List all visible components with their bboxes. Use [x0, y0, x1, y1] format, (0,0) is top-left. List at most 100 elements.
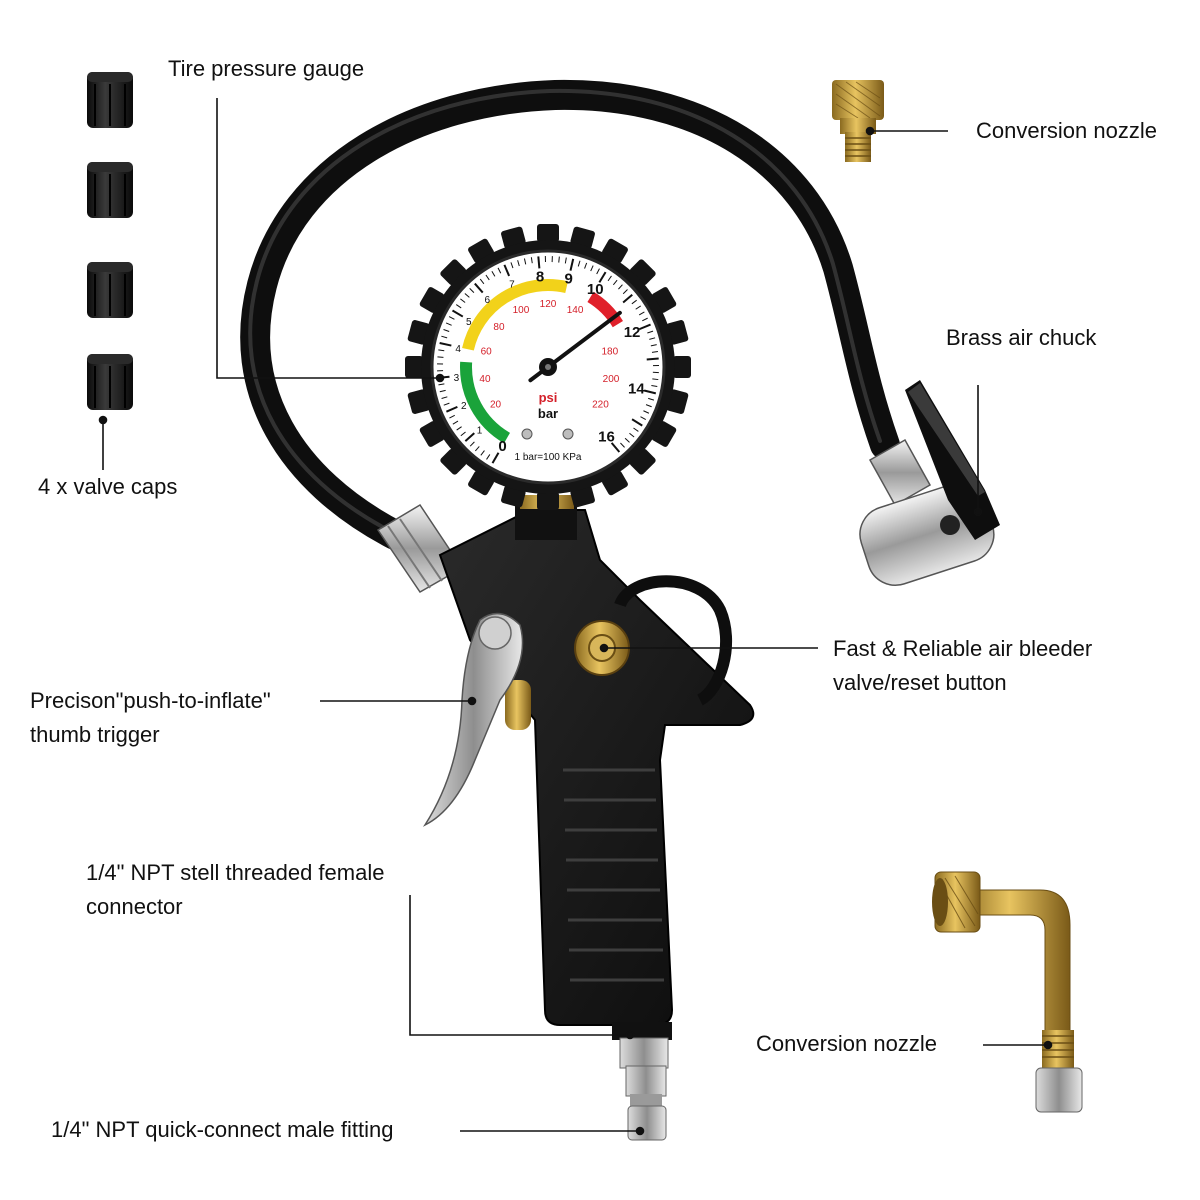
- gauge-tick: [469, 441, 475, 447]
- gauge-tick: [577, 260, 581, 267]
- gauge-tick: [455, 304, 462, 309]
- gauge-tick: [620, 442, 625, 448]
- label-female-connector-line2: connector: [86, 894, 183, 919]
- gauge-tick: [648, 397, 655, 401]
- gauge-psi-label: 60: [481, 346, 493, 357]
- inflator-gun-body: [438, 495, 755, 1026]
- air-hose: [240, 79, 900, 550]
- gauge-zone-1: [462, 279, 568, 351]
- conversion-nozzle-elbow: [932, 871, 1083, 1113]
- label-bleeder-line1: Fast & Reliable air bleeder: [833, 636, 1093, 661]
- gauge-zone-0: [460, 361, 511, 444]
- gauge-tick: [612, 279, 618, 286]
- gauge-bar-label: 7: [509, 279, 515, 290]
- bezel-tooth: [537, 224, 559, 242]
- gauge-tick: [646, 357, 659, 361]
- gauge-bar-label: 6: [485, 295, 491, 306]
- gauge-tick: [645, 404, 652, 408]
- gauge-tick: [460, 298, 466, 303]
- gauge-tick: [639, 323, 651, 331]
- gauge-bar-label: 9: [564, 270, 572, 287]
- gauge-tick: [584, 262, 588, 269]
- bezel-tooth: [570, 226, 595, 249]
- bezel-tooth: [666, 320, 689, 345]
- hose-fitting-left: [376, 503, 464, 593]
- valve-cap-4: [87, 354, 133, 410]
- gauge-tick: [445, 405, 458, 413]
- gauge-tick: [439, 341, 452, 347]
- gauge-tick: [474, 446, 480, 452]
- gauge-tick: [631, 299, 637, 305]
- gauge-tick: [486, 454, 491, 460]
- gauge-tick: [464, 432, 475, 442]
- gauge-psi-label: 180: [601, 346, 618, 357]
- gauge-tick: [439, 389, 446, 393]
- bezel-tooth: [407, 389, 430, 414]
- label-tire-pressure-gauge: Tire pressure gauge: [168, 56, 365, 81]
- gauge-bar-label: 16: [598, 429, 615, 446]
- gauge-tick: [474, 282, 484, 294]
- gauge-unit-psi: psi: [539, 390, 558, 405]
- gauge-tick: [651, 351, 658, 353]
- label-trigger-line1: Precison"push-to-inflate": [30, 688, 271, 713]
- gauge-tick: [497, 267, 502, 274]
- gauge-tick: [607, 275, 612, 282]
- gauge-tick: [479, 278, 485, 285]
- gauge-tick: [456, 426, 462, 431]
- gauge-tick: [622, 293, 633, 304]
- gauge-tick: [624, 437, 630, 443]
- gauge-tick: [437, 356, 444, 358]
- gauge-tick: [650, 344, 657, 347]
- gauge-tick: [460, 431, 466, 437]
- gauge-tick: [469, 287, 475, 293]
- gauge-bar-label: 2: [461, 401, 467, 412]
- leader-tire-gauge: [216, 98, 440, 379]
- gauge-tick: [622, 289, 628, 295]
- label-male-fitting: 1/4" NPT quick-connect male fitting: [51, 1117, 394, 1142]
- gauge-tick: [633, 427, 639, 432]
- valve-cap-2: [87, 162, 133, 218]
- bezel-tooth: [629, 259, 656, 286]
- gauge-bar-label: 3: [454, 373, 460, 384]
- gauge-tick: [510, 262, 514, 269]
- valve-cap-1: [87, 72, 133, 128]
- gauge-tick: [480, 450, 485, 456]
- gauge-tick: [438, 383, 445, 386]
- gauge-tick: [449, 414, 455, 419]
- gauge-tick: [643, 410, 650, 414]
- gauge-bar-label: 12: [624, 324, 641, 341]
- gauge-psi-label: 120: [540, 299, 557, 310]
- gauge-tick: [558, 256, 560, 263]
- label-bleeder-line2: valve/reset button: [833, 670, 1007, 695]
- gauge-psi-label: 200: [603, 374, 620, 385]
- gauge-tick: [438, 349, 445, 352]
- gauge-tick: [635, 305, 641, 310]
- gauge-tick: [631, 418, 643, 427]
- gauge-bar-label: 14: [628, 381, 645, 398]
- gauge-tick: [523, 258, 527, 265]
- gauge-bar-label: 1: [477, 425, 483, 436]
- bezel-tooth: [440, 448, 467, 475]
- gauge-tick: [491, 452, 500, 464]
- gauge-tick: [564, 257, 567, 264]
- gauge-tick: [517, 260, 520, 267]
- gauge-psi-label: 40: [479, 374, 491, 385]
- gauge-tick: [503, 264, 511, 277]
- gauge-tick: [629, 432, 635, 438]
- conversion-nozzle-top: [832, 80, 884, 162]
- gauge-tick: [445, 322, 452, 326]
- gauge-bar-label: 0: [498, 438, 506, 455]
- gauge-tick: [640, 416, 647, 420]
- label-valve-caps: 4 x valve caps: [38, 474, 178, 499]
- gauge-tick: [590, 265, 594, 272]
- gauge-tick: [651, 384, 658, 388]
- bezel-tooth: [537, 492, 559, 510]
- leader-female-connector: [409, 895, 630, 1036]
- gauge-tick: [569, 258, 575, 271]
- bezel-tooth: [673, 356, 691, 378]
- gauge-tick: [647, 330, 654, 334]
- bezel-tooth: [501, 485, 526, 508]
- gauge-bar-label: 4: [455, 344, 461, 355]
